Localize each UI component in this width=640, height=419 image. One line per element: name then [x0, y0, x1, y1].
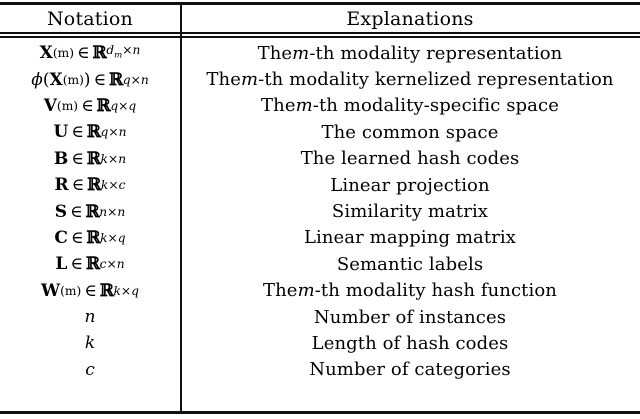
notation-cell: c: [85, 359, 95, 380]
table-row: c Number of categories: [0, 357, 640, 383]
explanation-cell: The m-th modality representation: [257, 42, 563, 64]
explanation-cell: Linear mapping matrix: [303, 227, 517, 249]
column-header-explanations: Explanations: [346, 8, 474, 30]
table-header-rule-upper: [0, 32, 640, 34]
explanation-cell: The m-th modality-specific space: [261, 95, 559, 117]
explanation-cell: The common space: [321, 121, 499, 143]
explanation-cell: Linear projection: [330, 174, 490, 196]
table-row: n Number of instances: [0, 304, 640, 330]
table-header-row: Notation Explanations: [0, 6, 640, 32]
table-bottom-rule: [0, 411, 640, 414]
explanation-cell: Number of instances: [313, 306, 507, 328]
explanation-cell: The m-th modality kernelized representat…: [206, 69, 614, 91]
notation-cell: n: [84, 307, 96, 328]
table-row: k Length of hash codes: [0, 330, 640, 356]
explanation-cell: The learned hash codes: [300, 148, 520, 170]
column-header-notation: Notation: [46, 8, 133, 30]
explanation-cell: Length of hash codes: [311, 332, 509, 354]
table-top-rule: [0, 2, 640, 5]
table-header-rule-lower: [0, 36, 640, 38]
explanation-cell: The m-th modality hash function: [263, 280, 557, 302]
explanation-cell: Number of categories: [309, 359, 511, 381]
explanation-cell: Similarity matrix: [331, 201, 489, 223]
column-divider: [180, 5, 182, 411]
notation-cell: k: [84, 333, 96, 354]
explanation-cell: Semantic labels: [336, 253, 484, 275]
